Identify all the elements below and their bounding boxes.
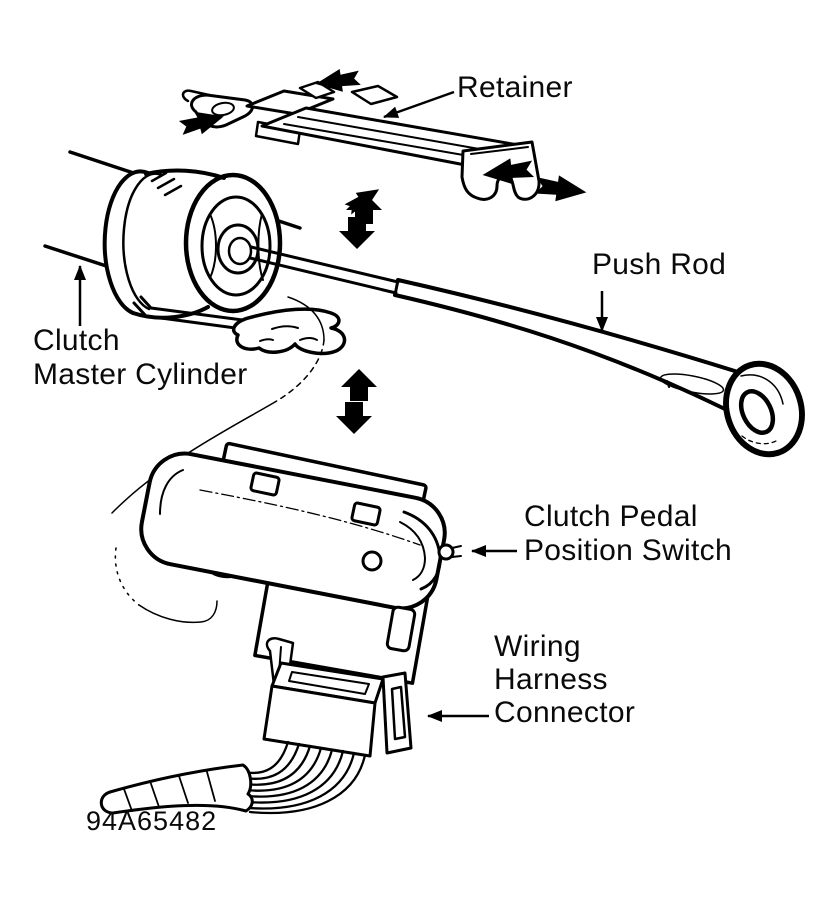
figure-part-number: 94A65482 (86, 806, 218, 836)
retainer-drawing (181, 80, 541, 201)
motion-arrow-upper-left (178, 111, 224, 135)
double-arrow-lower (336, 369, 377, 434)
position-switch-label-line1: Clutch Pedal (524, 500, 698, 533)
motion-arrow-right-outer (534, 175, 587, 202)
leader-arrows (74, 90, 608, 722)
position-switch-drawing (139, 441, 462, 685)
down-arrow-icon (336, 402, 372, 434)
master-cylinder-drawing (102, 168, 347, 356)
wiring-harness-connector-label-line3: Connector (494, 696, 636, 729)
double-arrow-upper (339, 192, 382, 249)
up-arrow-icon (346, 192, 382, 224)
push-rod-label: Push Rod (592, 248, 727, 281)
wiring-harness-connector-label-line1: Wiring (494, 630, 581, 663)
retainer-leader-arrow (383, 90, 455, 119)
clutch-master-cylinder-label-line2: Master Cylinder (33, 358, 248, 391)
motion-arrow-top (315, 68, 361, 92)
reference-curves (111, 296, 325, 624)
down-arrow-icon (339, 217, 375, 249)
clutch-master-cylinder-label-line1: Clutch (33, 324, 120, 357)
wiring-harness-connector-label-line2: Harness (494, 663, 608, 696)
retainer-label: Retainer (457, 71, 573, 104)
motion-arrow-right-inner (482, 158, 535, 185)
push-rod-drawing (248, 245, 805, 458)
up-arrow-icon (341, 369, 377, 401)
position-switch-label-line2: Position Switch (524, 534, 732, 567)
harness-connector-drawing (99, 637, 413, 815)
